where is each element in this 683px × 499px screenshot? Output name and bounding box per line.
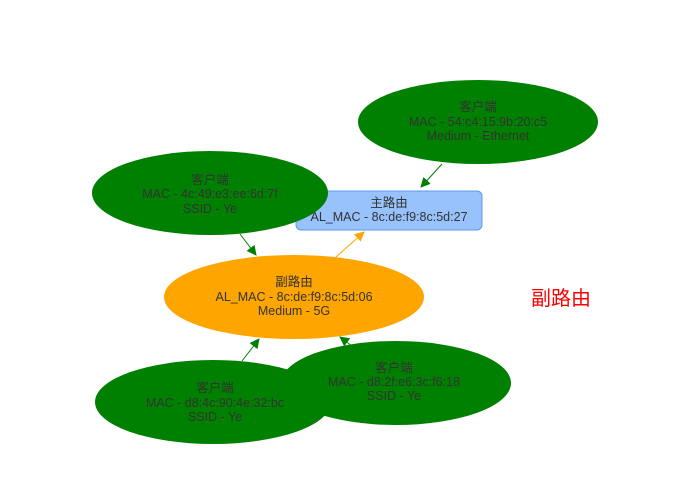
node-medium: Medium - 5G	[258, 304, 330, 318]
node-mac: MAC - 54:c4:15:9b:20:c5	[409, 115, 547, 129]
node-mac: MAC - 4c:49:e3:ee:6d:7f	[142, 187, 278, 201]
node-main-router[interactable]: 主路由 AL_MAC - 8c:de:f9:8c:5d:27	[295, 190, 483, 231]
node-client-left[interactable]: 客户端 MAC - 4c:49:e3:ee:6d:7f SSID - Ye	[92, 151, 328, 235]
node-mac: AL_MAC - 8c:de:f9:8c:5d:06	[215, 290, 372, 304]
node-title: 客户端	[375, 360, 413, 375]
node-client-bottom-right[interactable]: 客户端 MAC - d8:2f:e6:3c:f6:18 SSID - Ye	[281, 341, 511, 425]
node-ssid: SSID - Ye	[183, 202, 237, 216]
node-title: 客户端	[191, 172, 229, 187]
node-title: 副路由	[275, 274, 313, 289]
node-medium: Medium - Ethernet	[427, 129, 530, 143]
node-mac: MAC - d8:2f:e6:3c:f6:18	[328, 375, 460, 389]
node-mac: AL_MAC - 8c:de:f9:8c:5d:27	[310, 210, 467, 224]
node-ssid: SSID - Ye	[188, 410, 242, 424]
legend-label: 副路由	[531, 287, 591, 310]
node-client-bottom-left[interactable]: 客户端 MAC - d8:4c:90:4e:32:bc SSID - Ye	[95, 360, 331, 444]
edge-client-bottom-right-to-sub	[339, 336, 353, 347]
edge-sub-to-main	[335, 231, 365, 258]
node-mac: MAC - d8:4c:90:4e:32:bc	[146, 396, 284, 410]
node-client-ethernet[interactable]: 客户端 MAC - 54:c4:15:9b:20:c5 Medium - Eth…	[358, 80, 598, 164]
edge-client-ethernet-to-main	[420, 163, 443, 188]
edge-client-left-to-sub	[239, 233, 257, 256]
node-ssid: SSID - Ye	[367, 389, 421, 403]
node-title: 客户端	[196, 380, 234, 395]
node-title: 客户端	[459, 99, 497, 114]
node-sub-router[interactable]: 副路由 AL_MAC - 8c:de:f9:8c:5d:06 Medium - …	[164, 255, 424, 339]
edge-client-bottom-left-to-sub	[241, 338, 260, 362]
node-title: 主路由	[370, 195, 408, 210]
